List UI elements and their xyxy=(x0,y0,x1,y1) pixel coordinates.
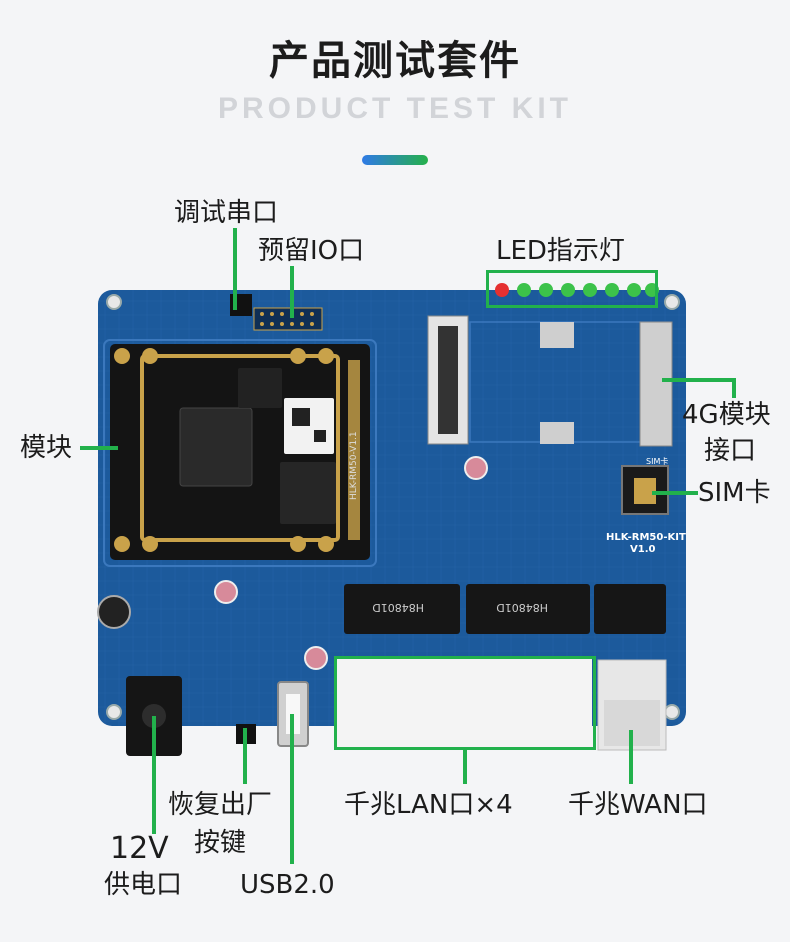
label-power-line1: 12V xyxy=(110,831,169,866)
mount-hole xyxy=(664,294,680,310)
mount-hole xyxy=(664,704,680,720)
callout-line-4g-h xyxy=(662,378,736,382)
gold-pad xyxy=(318,536,334,552)
gold-pad xyxy=(114,348,130,364)
ethernet-transformer xyxy=(594,584,666,634)
gold-pad xyxy=(290,536,306,552)
board-model-print: HLK-RM50-KIT xyxy=(606,532,686,543)
label-led-indicator: LED指示灯 xyxy=(496,236,625,266)
lan-ports xyxy=(336,658,592,748)
label-sim-card: SIM卡 xyxy=(698,478,771,508)
gold-pad xyxy=(142,536,158,552)
board-version-print: V1.0 xyxy=(630,544,655,555)
callout-line-io xyxy=(290,266,294,318)
chip-print: H84801D xyxy=(372,601,424,614)
callout-box-led xyxy=(486,270,658,308)
mount-hole xyxy=(106,294,122,310)
4g-latch xyxy=(639,321,673,447)
sim-silk: SIM卡 xyxy=(646,456,668,466)
shield-outline xyxy=(140,354,340,542)
callout-box-lan xyxy=(334,656,596,750)
led-row xyxy=(495,283,659,297)
label-4g-module-line2: 接口 xyxy=(704,436,757,466)
callout-line-lan xyxy=(463,750,467,784)
module-pins xyxy=(348,360,360,540)
label-debug-serial: 调试串口 xyxy=(174,198,279,228)
label-4g-module-line1: 4G模块 xyxy=(682,400,771,430)
mount-hole xyxy=(106,704,122,720)
gold-pad xyxy=(318,348,334,364)
callout-line-usb xyxy=(290,714,294,864)
callout-line-module xyxy=(80,446,118,450)
callout-line-power xyxy=(152,716,156,834)
label-gigabit-wan: 千兆WAN口 xyxy=(568,790,708,820)
label-factory-reset-line1: 恢复出厂 xyxy=(168,790,273,820)
electrolytic-capacitor xyxy=(214,580,238,604)
callout-line-reset xyxy=(243,728,247,784)
accent-bar xyxy=(362,155,428,165)
callout-line-wan xyxy=(629,730,633,784)
gold-pad xyxy=(290,348,306,364)
label-factory-reset-line2: 按键 xyxy=(194,828,247,858)
page-subtitle: PRODUCT TEST KIT xyxy=(218,92,572,125)
chip-print: H84801D xyxy=(496,601,548,614)
electrolytic-capacitor xyxy=(464,456,488,480)
gold-pad xyxy=(114,536,130,552)
module-silk: HLK-RM50-V1.1 xyxy=(349,431,359,500)
callout-line-debug xyxy=(233,228,237,310)
soc-chip xyxy=(179,407,253,487)
label-power-line2: 供电口 xyxy=(104,870,183,900)
ram-chip xyxy=(238,368,282,408)
label-gigabit-lan: 千兆LAN口×4 xyxy=(344,790,513,820)
callout-line-sim xyxy=(652,491,698,495)
callout-line-4g-v xyxy=(732,378,736,398)
ethernet-transformer xyxy=(344,584,460,634)
module-frame xyxy=(103,339,377,567)
power-capacitor xyxy=(97,595,131,629)
io-header xyxy=(253,307,323,331)
flash-chip xyxy=(280,462,336,524)
ethernet-transformer xyxy=(466,584,590,634)
label-reserved-io: 预留IO口 xyxy=(258,236,365,266)
gold-pad xyxy=(142,348,158,364)
label-module: 模块 xyxy=(20,433,73,463)
label-usb: USB2.0 xyxy=(240,870,335,900)
electrolytic-capacitor xyxy=(304,646,328,670)
page-title: 产品测试套件 xyxy=(269,38,521,84)
